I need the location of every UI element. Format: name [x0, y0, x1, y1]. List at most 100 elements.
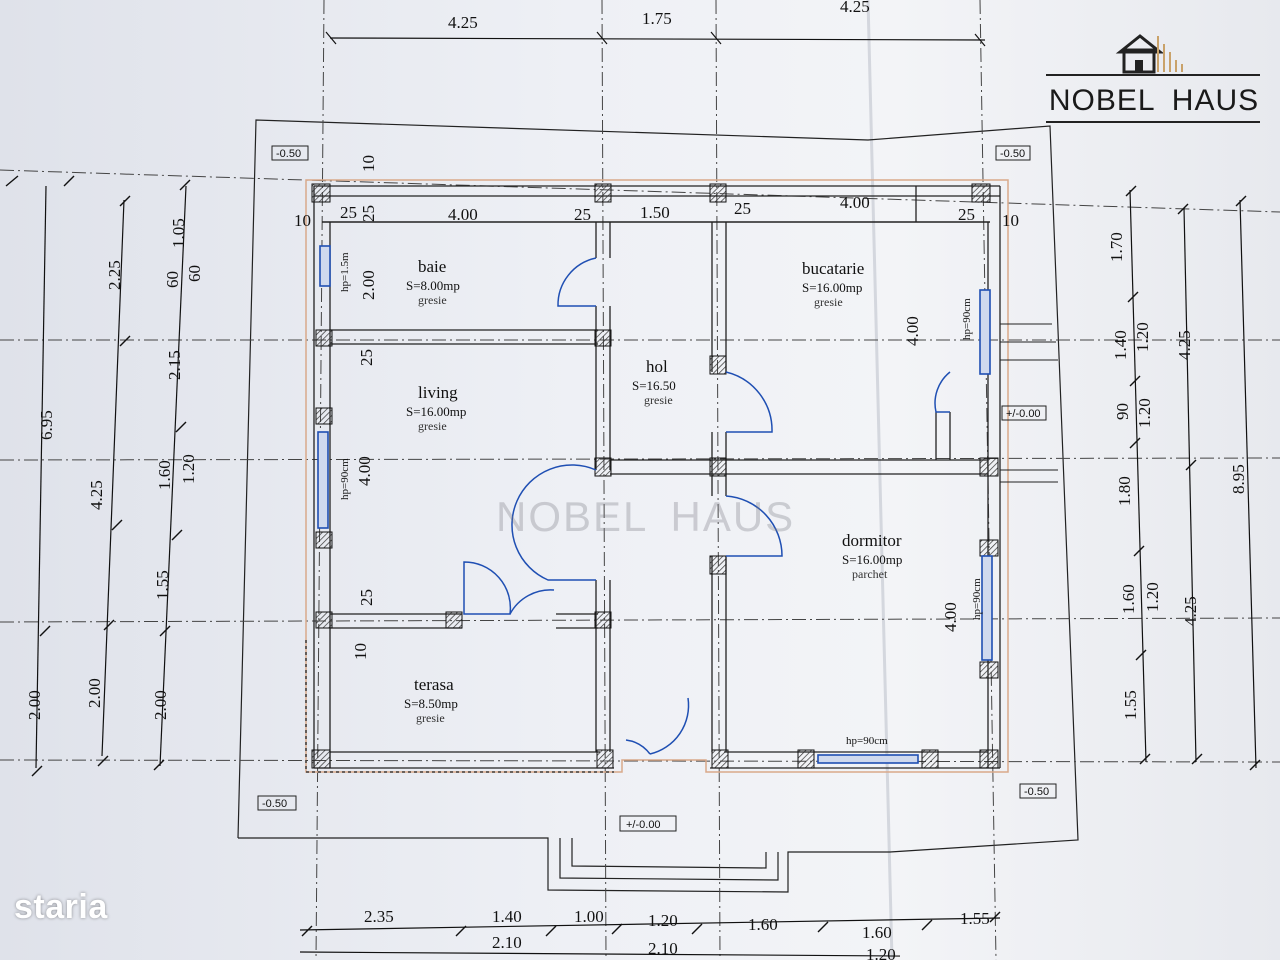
dim-left-inner-7: 2.00 [151, 690, 170, 720]
level-bottom-left: -0.50 [262, 798, 287, 810]
structural-columns [311, 183, 999, 769]
dim-living-height: 4.00 [355, 456, 374, 486]
room-terasa-floor: gresie [416, 711, 445, 725]
dim-right-mid-1: 4.25 [1175, 330, 1194, 360]
right-dimension-chains [1125, 185, 1261, 771]
room-baie-area: S=8.00mp [406, 278, 460, 293]
dim-top-inner-9: 10 [1002, 211, 1019, 230]
dim-wall-living-bottom: 25 [357, 589, 376, 606]
interior-walls [330, 186, 988, 752]
level-side: +/-0.00 [1006, 408, 1041, 420]
room-bucatarie-floor: gresie [814, 295, 843, 309]
dim-right-inner-8: 1.20 [1143, 582, 1162, 612]
dim-left-mid-3: 2.00 [85, 678, 104, 708]
level-top-left: -0.50 [276, 148, 301, 160]
dim-wall-terrace: 10 [351, 643, 370, 660]
dim-top-1: 4.25 [448, 13, 478, 32]
dim-top-inner-3: 4.00 [448, 205, 478, 224]
dim-right-inner-4: 90 [1113, 403, 1132, 420]
logo-brand-text: NOBEL HAUS [1048, 84, 1260, 117]
note-window-dormitor-bottom: hp=90cm [846, 735, 888, 747]
room-dormitor-name: dormitor [842, 531, 902, 550]
building-outline [305, 179, 1009, 773]
level-markers [257, 145, 1057, 832]
dim-top-wall: 10 [359, 155, 378, 172]
room-bucatarie-area: S=16.00mp [802, 280, 862, 295]
dim-wall-baie-top: 25 [359, 205, 378, 222]
staria-logo: staria [14, 888, 108, 926]
dim-bottom-5: 1.60 [748, 915, 778, 934]
dim-left-outer-1: 6.95 [37, 410, 56, 440]
paper-fold [866, 0, 894, 960]
dim-top-inner-1: 10 [294, 211, 311, 230]
room-living-floor: gresie [418, 419, 447, 433]
room-terasa-name: terasa [414, 675, 454, 694]
dim-bottom-row2-1: 2.10 [492, 933, 522, 952]
room-hol-floor: gresie [644, 393, 673, 407]
logo-divider-top [1046, 74, 1260, 76]
dim-top-3: 4.25 [840, 0, 870, 16]
windows [317, 245, 993, 764]
room-dormitor: dormitor S=16.00mp parchet [842, 531, 902, 581]
dim-left-mid-1: 2.25 [105, 260, 124, 290]
room-baie-floor: gresie [418, 293, 447, 307]
room-hol: hol S=16.50 gresie [632, 357, 676, 407]
note-window-bucatarie: hp=90cm [961, 298, 973, 340]
top-dimension-chain [325, 31, 986, 47]
site-boundary [237, 119, 1079, 893]
dim-top-inner-6: 25 [734, 199, 751, 218]
dim-top-inner-5: 1.50 [640, 203, 670, 222]
room-living-name: living [418, 383, 458, 402]
dim-bottom-6: 1.60 [862, 923, 892, 942]
dim-right-inner-6: 1.80 [1115, 476, 1134, 506]
dim-wall-living-top: 25 [357, 349, 376, 366]
side-steps [1000, 323, 1058, 483]
dim-top-inner-2: 25 [340, 203, 357, 222]
room-living-area: S=16.00mp [406, 404, 466, 419]
dim-baie-height: 2.00 [359, 270, 378, 300]
dim-top-inner-8: 25 [958, 205, 975, 224]
dim-left-inner-3: 2.15 [165, 350, 184, 380]
level-top-right: -0.50 [1000, 148, 1025, 160]
dim-left-outer-2: 2.00 [25, 690, 44, 720]
room-baie: baie S=8.00mp gresie [406, 257, 460, 307]
note-window-living: hp=90cm [339, 458, 351, 500]
dim-bottom-7: 1.55 [960, 909, 990, 928]
dim-top-inner-4: 25 [574, 205, 591, 224]
room-bucatarie: bucatarie S=16.00mp gresie [802, 259, 864, 309]
bottom-dimension-chains [299, 911, 1001, 957]
dim-left-inner-2: 60 [163, 271, 182, 288]
note-window-baie: hp=1.5m [339, 252, 351, 292]
dim-left-mid-2: 4.25 [87, 480, 106, 510]
dim-left-inner-5: 1.20 [179, 454, 198, 484]
dim-right-outer: 8.95 [1229, 464, 1248, 494]
watermark: NOBEL HAUS [496, 493, 796, 540]
room-baie-name: baie [418, 257, 446, 276]
room-terasa: terasa S=8.50mp gresie [404, 675, 458, 725]
dim-right-inner-7: 1.60 [1119, 584, 1138, 614]
dim-dormitor-height: 4.00 [941, 602, 960, 632]
room-living: living S=16.00mp gresie [406, 383, 466, 433]
doors [463, 257, 951, 755]
dim-bottom-2: 1.40 [492, 907, 522, 926]
dim-bucatarie-height: 4.00 [903, 316, 922, 346]
level-entrance: +/-0.00 [626, 819, 661, 831]
note-window-dormitor-side: hp=90cm [971, 578, 983, 620]
room-dormitor-area: S=16.00mp [842, 552, 902, 567]
dim-left-inner-1: 1.05 [169, 218, 188, 248]
dim-right-inner-9: 1.55 [1121, 690, 1140, 720]
room-bucatarie-name: bucatarie [802, 259, 864, 278]
room-dormitor-floor: parchet [852, 567, 888, 581]
dim-right-inner-1: 1.70 [1107, 232, 1126, 262]
dim-left-inner-6: 1.55 [153, 570, 172, 600]
dim-top-2: 1.75 [642, 9, 672, 28]
dim-right-mid-2: 4.25 [1181, 596, 1200, 626]
dim-bottom-4: 1.20 [648, 911, 678, 930]
dim-bottom-1: 2.35 [364, 907, 394, 926]
left-dimension-chains [5, 175, 191, 777]
dim-bottom-3: 1.00 [574, 907, 604, 926]
dim-right-inner-2: 1.40 [1111, 330, 1130, 360]
dim-right-inner-3: 1.20 [1133, 322, 1152, 352]
